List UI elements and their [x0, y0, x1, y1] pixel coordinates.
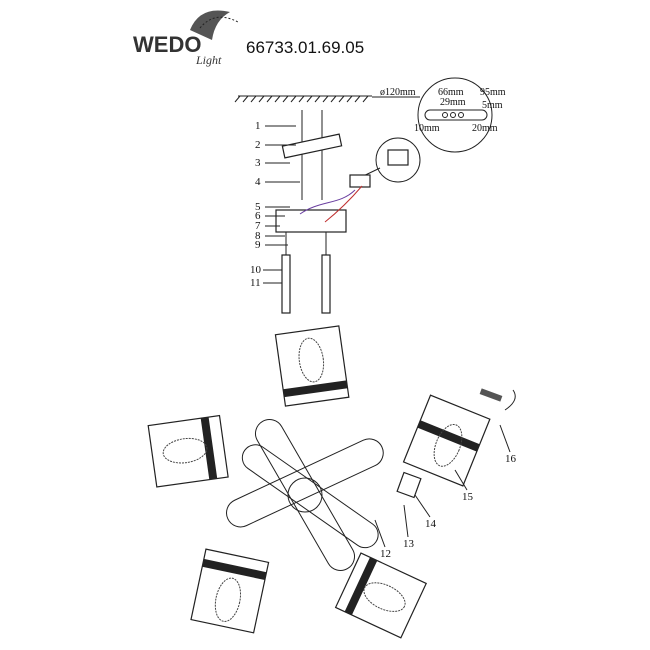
part-number-labels: 1 2 3 4 5 6 7 8 9 10 11 — [250, 120, 300, 289]
part-label-13: 13 — [403, 538, 415, 550]
terminal-block-detail — [349, 137, 421, 188]
lamp-shades — [147, 325, 491, 639]
part-label-6: 6 — [255, 210, 261, 222]
part-label-10: 10 — [250, 264, 262, 276]
dim-20: 20mm — [472, 123, 498, 134]
part-label-8: 8 — [255, 230, 261, 242]
chandelier-frame — [226, 419, 384, 571]
ceiling-bracket — [275, 110, 363, 314]
dim-5: 5mm — [482, 100, 503, 111]
bulb-holder-part — [396, 388, 516, 499]
dim-diameter: ø120mm — [380, 87, 416, 98]
dim-29: 29mm — [440, 97, 466, 108]
part-label-16: 16 — [505, 453, 517, 465]
part-label-2: 2 — [255, 139, 261, 151]
dim-10: 10mm — [414, 123, 440, 134]
part-label-5: 5 — [255, 201, 261, 213]
part-label-7: 7 — [255, 220, 261, 232]
ceiling-hatch — [234, 95, 372, 103]
part-label-1: 1 — [255, 120, 261, 132]
logo-brand: WEDO — [133, 32, 201, 57]
part-label-11: 11 — [250, 277, 261, 289]
part-label-15: 15 — [462, 491, 474, 503]
part-label-12: 12 — [380, 548, 391, 560]
part-label-9: 9 — [255, 239, 261, 251]
wedo-light-logo: WEDO Light — [133, 10, 239, 67]
part-label-3: 3 — [255, 157, 261, 169]
part-label-14: 14 — [425, 518, 437, 530]
mounting-plate-detail: ø120mm 66mm 29mm 95mm 5mm 10mm 20mm — [372, 77, 506, 153]
feather-logo-icon — [190, 10, 239, 40]
assembly-labels: 12 13 14 15 16 — [374, 424, 517, 560]
dim-95: 95mm — [480, 87, 506, 98]
part-label-4: 4 — [255, 176, 261, 188]
logo-sub: Light — [195, 53, 222, 67]
dim-66: 66mm — [438, 87, 464, 98]
product-code: 66733.01.69.05 — [246, 38, 364, 57]
